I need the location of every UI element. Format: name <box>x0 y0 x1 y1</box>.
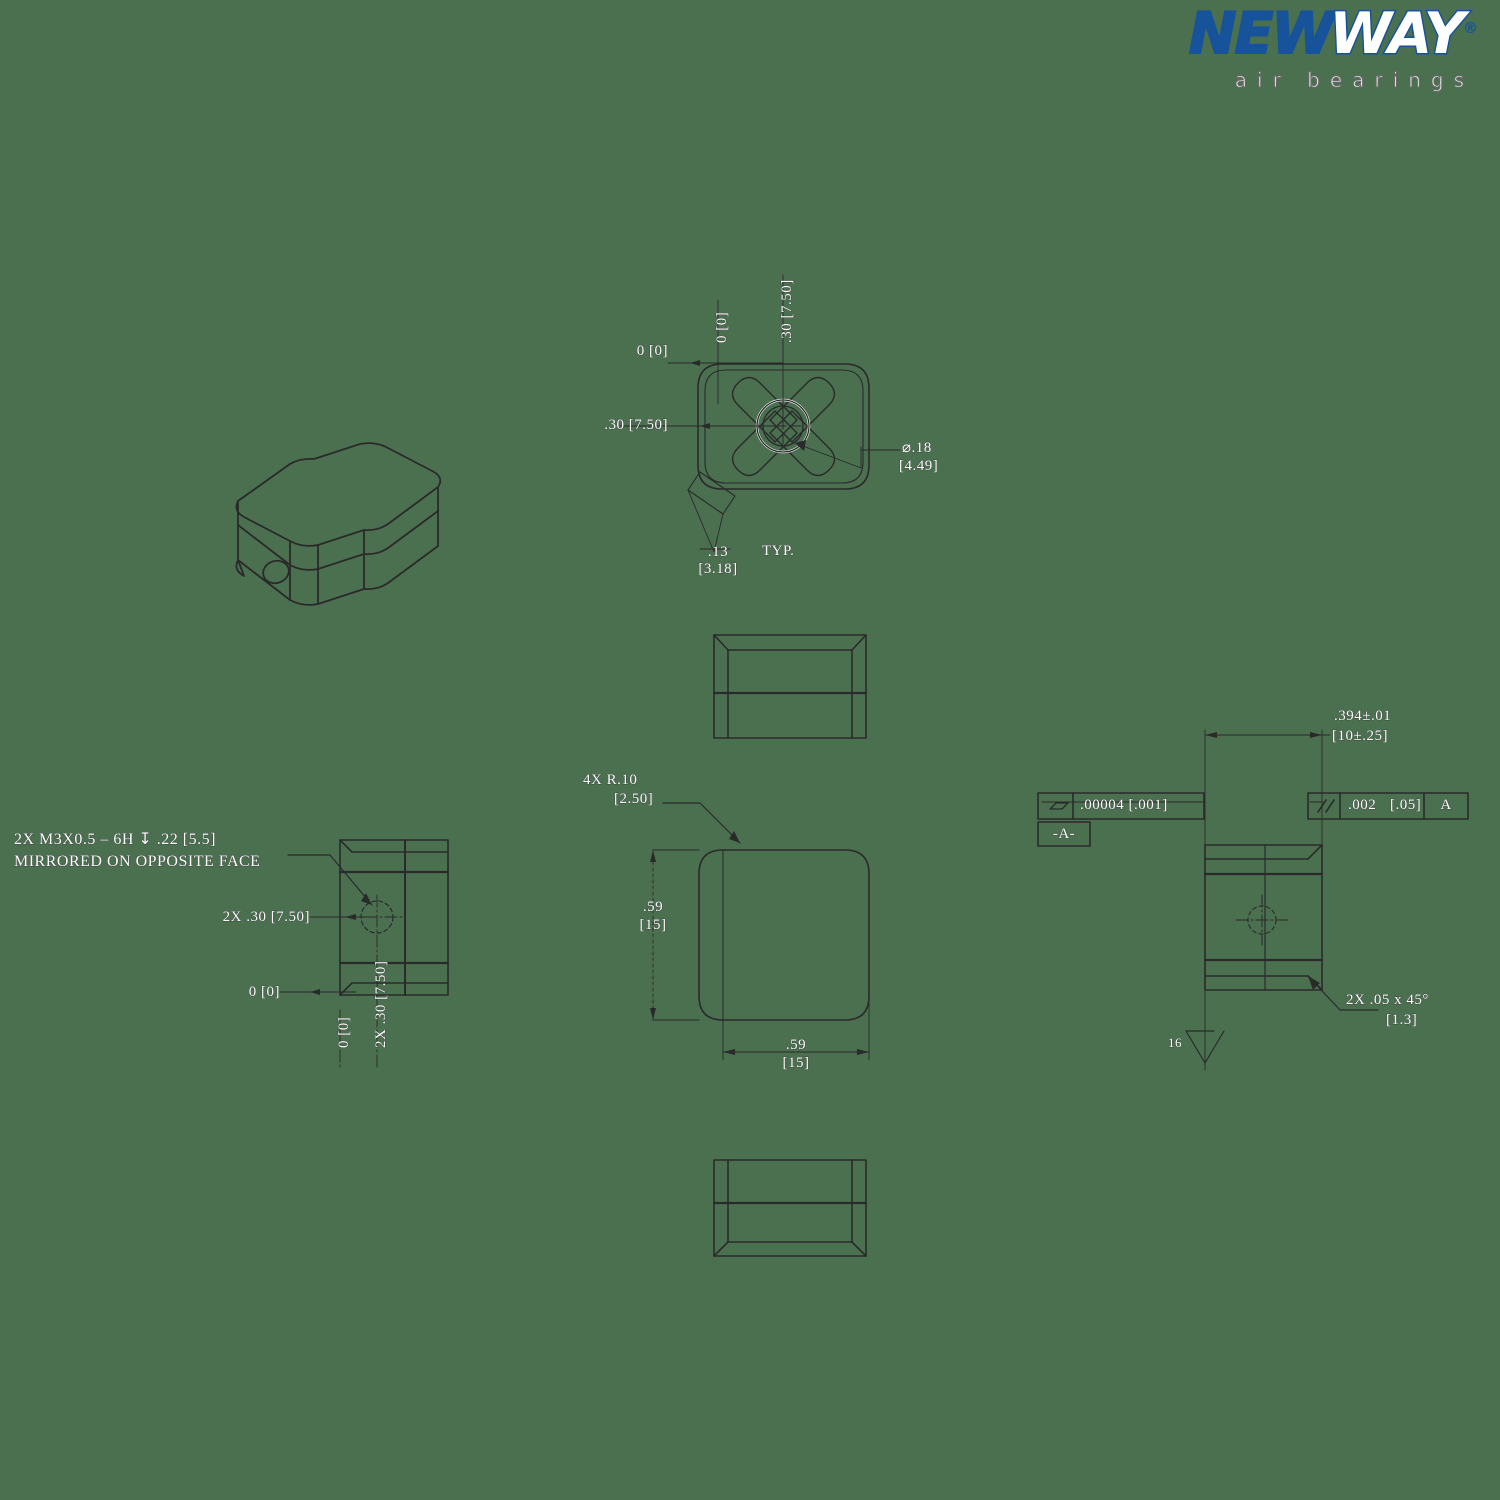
groove-typ-label: TYP. <box>762 543 795 560</box>
hole-diameter-label-line1: ⌀.18 <box>902 440 932 457</box>
thickness-label-line1: .394±.01 <box>1334 708 1392 725</box>
front-view <box>652 849 870 1061</box>
groove-width-label-line2: [3.18] <box>698 561 738 578</box>
front-view-width-label-line2: [15] <box>782 1055 810 1072</box>
front-view-dimension-lines <box>650 802 870 1055</box>
thickness-label-line2: [10±.25] <box>1332 728 1388 745</box>
hole-diameter-label-line2: [4.49] <box>899 458 939 475</box>
section-view <box>1203 729 1324 1071</box>
datum-a-label: -A- <box>1052 826 1076 843</box>
top-view-datum-zero-vertical-label: 0 [0] <box>714 311 731 343</box>
top-view-dimension-lines <box>619 274 901 553</box>
top-view-dim-30-vertical-label: .30 [7.50] <box>779 279 796 343</box>
section-view-dimension-lines <box>1041 732 1379 1064</box>
thread-note-line1: 2X M3X0.5 – 6H ↧ .22 [5.5] <box>14 831 216 849</box>
detail-dim-30-vertical-label: 2X .30 [7.50] <box>373 960 390 1048</box>
parallelism-value-mm-label: [.05] <box>1390 797 1422 814</box>
side-elevation-lower <box>712 1159 868 1257</box>
registered-trademark-icon: ® <box>1463 19 1478 37</box>
top-view-datum-zero-horizontal-label: 0 [0] <box>636 343 668 360</box>
isometric-view <box>235 442 442 606</box>
detail-datum-zero-label: 0 [0] <box>248 984 280 1001</box>
chamfer-label-line1: 2X .05 x 45° <box>1346 992 1429 1009</box>
surface-finish-label: 16 <box>1168 1035 1182 1051</box>
side-elevation-upper <box>712 634 868 739</box>
corner-radius-label-line2: [2.50] <box>614 791 654 808</box>
front-view-width-label-line1: .59 <box>785 1037 807 1054</box>
flatness-value-label: .00004 [.001] <box>1080 797 1168 814</box>
parallelism-value-label: .002 <box>1348 797 1377 814</box>
chamfer-label-line2: [1.3] <box>1386 1012 1418 1029</box>
partial-section-view <box>338 839 450 1071</box>
corner-radius-label-line1: 4X R.10 <box>583 772 638 789</box>
top-view-dim-30-horizontal-label: .30 [7.50] <box>604 417 668 434</box>
front-view-height-label-line2: [15] <box>639 917 667 934</box>
groove-width-label-line1: .13 <box>707 544 729 561</box>
thread-position-label: 2X .30 [7.50] <box>222 909 310 926</box>
logo-text-way: WAY <box>1328 1 1467 67</box>
parallelism-datum-label: A <box>1440 797 1452 814</box>
detail-datum-zero-vertical-label: 0 [0] <box>336 1016 353 1048</box>
thread-note-line2: MIRRORED ON OPPOSITE FACE <box>14 853 261 871</box>
logo-tagline: air bearings <box>1234 68 1474 92</box>
top-view <box>697 363 870 490</box>
logo-wordmark: NEWWAY® <box>1188 4 1478 64</box>
newway-logo: NEWWAY® air bearings <box>1188 4 1478 92</box>
logo-text-new: NEW <box>1188 1 1336 67</box>
front-view-height-label-line1: .59 <box>642 899 664 916</box>
